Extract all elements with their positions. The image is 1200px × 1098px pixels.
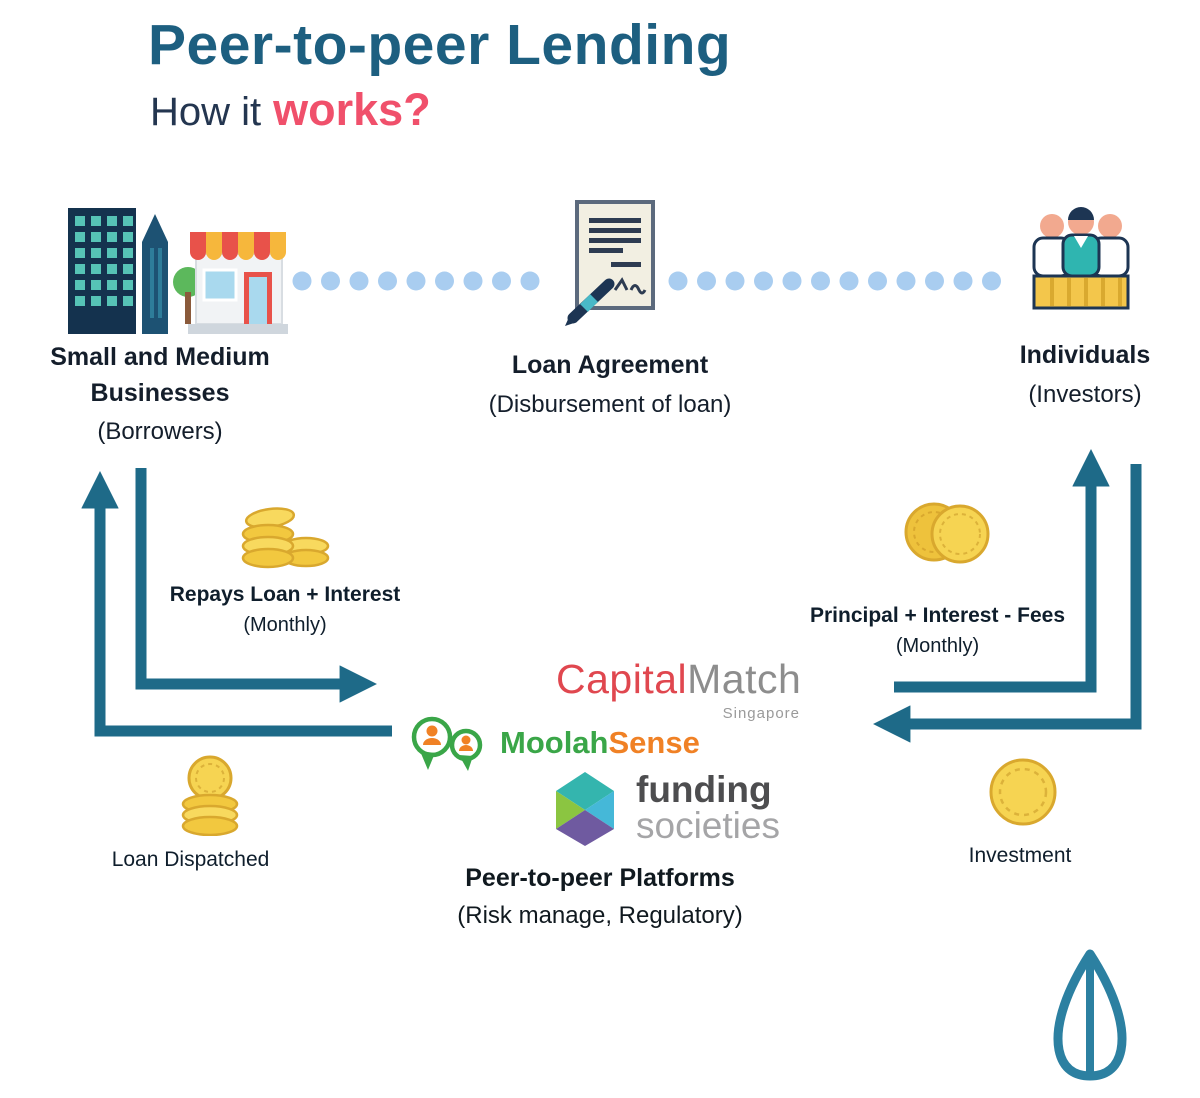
funding-societies-logo: funding societies — [548, 770, 780, 846]
platforms-node-label: Peer-to-peer Platforms (Risk manage, Reg… — [415, 864, 785, 930]
dispatch-coins-icon — [162, 752, 260, 836]
moolah-sense-part1: Moolah — [500, 725, 609, 760]
smb-node-label: Small and Medium Businesses (Borrowers) — [15, 340, 305, 447]
funding-societies-mark-icon — [548, 770, 622, 846]
investment-coin-icon — [986, 755, 1060, 829]
funding-societies-line2: societies — [636, 805, 780, 846]
platforms-name: Peer-to-peer Platforms — [465, 864, 735, 892]
principal-name: Principal + Interest - Fees — [809, 604, 1065, 627]
capital-match-part2: Match — [687, 656, 802, 702]
seedly-leaf-icon — [1042, 946, 1138, 1082]
loan-dispatched-arrow — [81, 471, 392, 737]
principal-coins-icon — [896, 496, 998, 570]
principal-flow-label: Principal + Interest - Fees (Monthly) — [785, 604, 1090, 658]
page-title: Peer-to-peer Lending — [148, 13, 732, 77]
individuals-name: Individuals — [1019, 341, 1151, 369]
moolah-sense-part2: Sense — [608, 725, 700, 760]
individuals-node-label: Individuals (Investors) — [960, 338, 1200, 410]
principal-sub: (Monthly) — [895, 635, 980, 657]
smb-sub: (Borrowers) — [97, 418, 223, 445]
signed-document-icon — [553, 196, 671, 328]
smb-name: Small and Medium Businesses — [50, 343, 270, 407]
agreement-name: Loan Agreement — [511, 351, 709, 379]
capital-match-part1: Capital — [556, 656, 688, 702]
moolah-sense-pin-icon — [408, 714, 496, 772]
repays-flow-label: Repays Loan + Interest (Monthly) — [140, 583, 430, 637]
repays-coins-icon — [228, 496, 336, 572]
capital-match-region: Singapore — [722, 705, 800, 722]
investment-arrow — [873, 464, 1142, 743]
moolah-sense-logo: MoolahSense — [408, 714, 700, 772]
funding-societies-line1: funding — [636, 768, 772, 810]
investment-label: Investment — [968, 844, 1072, 867]
platforms-sub: (Risk manage, Regulatory) — [457, 902, 743, 929]
agreement-node-label: Loan Agreement (Disbursement of loan) — [465, 348, 755, 420]
repays-loan-arrow — [135, 468, 377, 703]
people-group-icon — [1022, 198, 1140, 316]
principal-interest-arrow — [894, 449, 1110, 693]
capital-match-logo: CapitalMatch Singapore — [556, 656, 806, 722]
repays-name: Repays Loan + Interest — [169, 583, 401, 606]
repays-sub: (Monthly) — [243, 614, 327, 636]
agreement-sub: (Disbursement of loan) — [488, 390, 732, 418]
city-storefront-icon — [38, 182, 288, 334]
individuals-sub: (Investors) — [1028, 380, 1142, 408]
subtitle-highlight: works? — [273, 84, 431, 135]
subtitle-prefix: How it — [150, 90, 262, 134]
page-subtitle: How it works? — [150, 84, 431, 136]
loan-dispatched-label: Loan Dispatched — [111, 848, 270, 871]
